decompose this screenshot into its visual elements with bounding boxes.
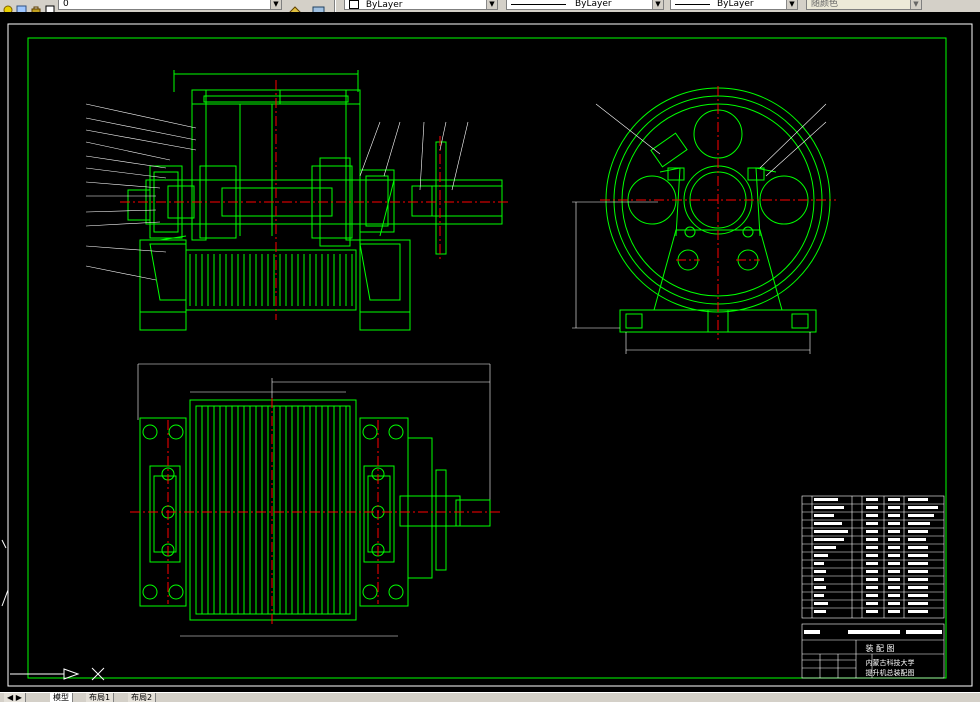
tab-layout2[interactable]: 布局2 (128, 693, 157, 702)
chevron-down-icon: ▼ (786, 0, 797, 9)
layout-tabs-bar: ◀ ▶ 模型 布局1 布局2 (0, 692, 980, 702)
lineweight-dropdown[interactable]: ByLayer ▼ (670, 0, 798, 10)
color-swatch-icon (349, 0, 359, 9)
linetype-dropdown-value: ByLayer (575, 0, 612, 9)
side-view-leaders (595, 103, 827, 177)
ucs-axis-icon (1, 539, 105, 681)
layer-dropdown-value: 0 (63, 0, 69, 9)
layer-state-icon[interactable] (2, 0, 14, 12)
make-object-layer-current-icon[interactable] (288, 0, 301, 12)
linetype-dropdown[interactable]: ByLayer ▼ (506, 0, 664, 10)
parts-list-table (801, 495, 945, 619)
color-dropdown-value: ByLayer (365, 0, 403, 10)
layer-color-swatch-icon (44, 0, 56, 12)
color-dropdown[interactable]: ByLayer ▼ (344, 0, 498, 10)
title-block (801, 623, 945, 679)
tab-nav-arrows[interactable]: ◀ ▶ (4, 693, 26, 702)
front-drum-grooves (189, 254, 353, 306)
lineweight-preview (675, 4, 710, 5)
linetype-preview (511, 4, 566, 5)
toolbar-separator (334, 0, 336, 12)
tab-layout1[interactable]: 布局1 (86, 693, 115, 702)
layer-previous-icon[interactable] (312, 0, 325, 12)
lineweight-dropdown-value: ByLayer (717, 0, 754, 9)
layer-freeze-icon[interactable] (16, 0, 28, 12)
parts-list-text-blocks (804, 498, 942, 634)
sheet-outer-border (7, 23, 973, 687)
layer-lock-icon[interactable] (30, 0, 42, 12)
chevron-down-icon: ▼ (910, 0, 921, 9)
sheet-inner-border (27, 37, 947, 679)
tab-model[interactable]: 模型 (50, 693, 73, 702)
layer-dropdown[interactable]: 0 ▼ (58, 0, 282, 10)
title-block-header: 装 配 图 (865, 643, 894, 653)
chevron-down-icon: ▼ (652, 0, 663, 9)
chevron-down-icon: ▼ (270, 0, 281, 9)
front-view-leaders (85, 103, 469, 281)
properties-toolbar: 0 ▼ ByLayer ▼ ByLayer ▼ ByLayer ▼ 随颜色 ▼ (0, 0, 980, 13)
side-view-centerlines (600, 86, 836, 340)
plan-view (137, 363, 491, 637)
title-block-drawing-title: 提升机总装配图 (866, 668, 915, 677)
drawing-canvas[interactable]: 装 配 图 内蒙古科技大学 提升机总装配图 (0, 12, 980, 692)
plan-drum-grooves (201, 406, 347, 614)
title-block-university: 内蒙古科技大学 (866, 658, 915, 667)
chevron-down-icon: ▼ (486, 0, 497, 9)
plotstyle-dropdown-value: 随颜色 (811, 0, 839, 9)
front-view-centerlines (120, 80, 510, 320)
canvas-background (0, 12, 980, 692)
plotstyle-dropdown[interactable]: 随颜色 ▼ (806, 0, 922, 10)
plan-view-centerlines (130, 398, 500, 626)
